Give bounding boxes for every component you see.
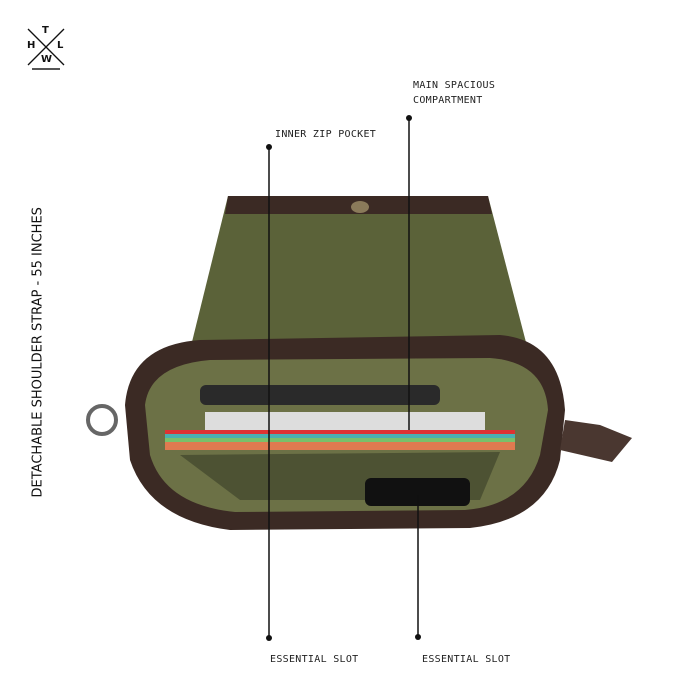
label-line: MAIN SPACIOUS: [413, 80, 496, 91]
label-strap: DETACHABLE SHOULDER STRAP - 55 INCHES: [30, 207, 46, 498]
bag-flap: [190, 196, 528, 350]
label-inner-zip-pocket: INNER ZIP POCKET: [275, 129, 377, 140]
logo-letter: T: [42, 25, 49, 36]
strap-ring-icon: [86, 404, 118, 436]
logo-letter: L: [57, 40, 64, 51]
label-essential-slot-left: ESSENTIAL SLOT: [270, 654, 359, 665]
label-essential-slot-right: ESSENTIAL SLOT: [422, 654, 511, 665]
logo-letter: W: [41, 54, 53, 65]
bag-body: [86, 335, 632, 530]
logo-letter: H: [27, 40, 36, 51]
label-line: COMPARTMENT: [413, 95, 483, 106]
brand-logo: T H L W: [26, 25, 66, 71]
phone: [365, 478, 470, 506]
callout-lines: [266, 115, 421, 641]
logo-cross-icon: [27, 28, 65, 70]
snap-button-icon: [351, 201, 369, 213]
label-main-compartment: MAIN SPACIOUS COMPARTMENT: [413, 78, 495, 108]
